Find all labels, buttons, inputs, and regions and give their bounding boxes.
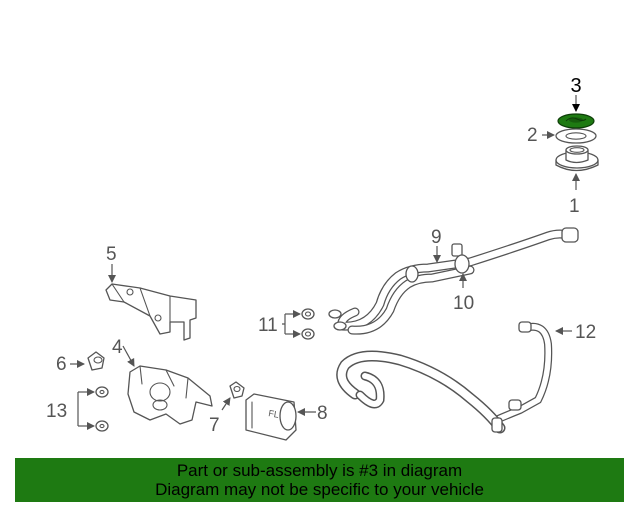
- part-5-bracket[interactable]: [105, 283, 197, 341]
- callout-8[interactable]: 8: [317, 403, 328, 424]
- part-4-housing[interactable]: [127, 365, 213, 425]
- callout-4[interactable]: 4: [112, 337, 123, 358]
- part-12-hose[interactable]: [336, 321, 553, 434]
- callout-1[interactable]: 1: [569, 196, 580, 217]
- callout-7[interactable]: 7: [209, 415, 220, 436]
- part-1-adapter[interactable]: [555, 145, 599, 172]
- part-8-oil-filter[interactable]: FL: [245, 393, 297, 441]
- banner-line-2: Diagram may not be specific to your vehi…: [155, 480, 484, 499]
- banner-line-1: Part or sub-assembly is #3 in diagram: [176, 461, 463, 480]
- part-7-fitting[interactable]: [229, 381, 245, 399]
- part-3-washer[interactable]: [557, 113, 595, 129]
- leader-4: [122, 345, 135, 367]
- part-6-plug[interactable]: [87, 351, 105, 371]
- callout-13[interactable]: 13: [46, 401, 67, 422]
- part-9-cooler-lines[interactable]: [328, 227, 579, 335]
- callout-11[interactable]: 11: [258, 315, 278, 336]
- part-2-seal[interactable]: [555, 128, 597, 144]
- svg-text:FL: FL: [268, 408, 280, 420]
- info-banner: Part or sub-assembly is #3 in diagram Di…: [15, 458, 624, 502]
- part-11-orings[interactable]: [301, 308, 315, 340]
- callout-2[interactable]: 2: [527, 125, 538, 146]
- callout-3[interactable]: 3: [570, 75, 581, 97]
- callout-10[interactable]: 10: [453, 293, 474, 314]
- callout-9[interactable]: 9: [431, 227, 442, 248]
- leader-11-bracket: [282, 314, 286, 334]
- leader-7: [221, 397, 231, 411]
- callout-12[interactable]: 12: [575, 322, 596, 343]
- part-13-washers[interactable]: [95, 386, 109, 432]
- callout-6[interactable]: 6: [56, 354, 67, 375]
- callout-5[interactable]: 5: [106, 244, 117, 265]
